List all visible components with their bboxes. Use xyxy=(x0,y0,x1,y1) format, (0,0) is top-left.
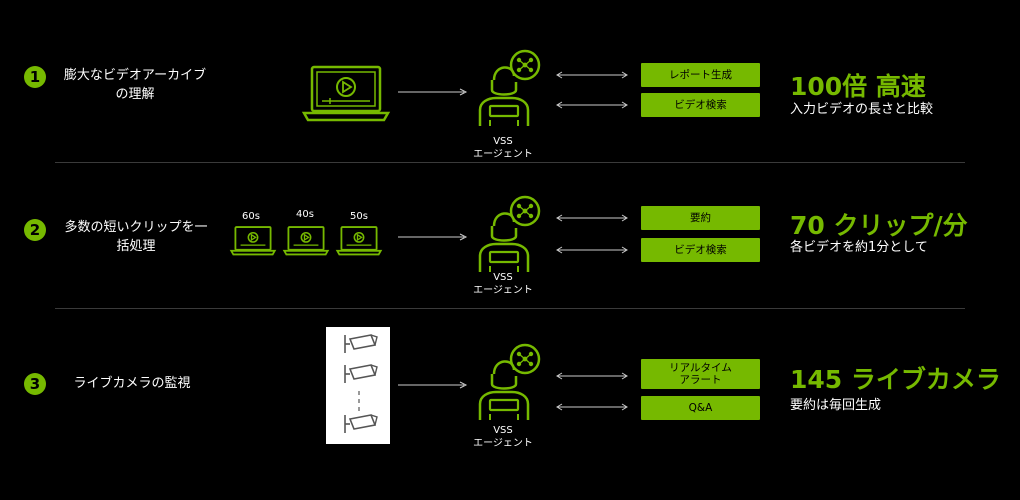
row-2-label: 多数の短いクリップを一 括処理 xyxy=(56,218,216,256)
row-2-subline: 各ビデオを約1分として xyxy=(790,240,928,255)
bidirectional-arrow-3b xyxy=(556,403,628,411)
bidirectional-arrow-1b xyxy=(556,101,628,109)
ellipsis-dashes-icon xyxy=(358,391,360,411)
row-1-subline: 入力ビデオの長さと比較 xyxy=(790,102,934,117)
tag-video-search-1: ビデオ検索 xyxy=(641,93,760,117)
bidirectional-arrow-2a xyxy=(556,214,628,222)
security-camera-icon-2 xyxy=(344,364,378,383)
agent-label-2-line2: エージェント xyxy=(473,285,533,296)
bidirectional-arrow-3a xyxy=(556,372,628,380)
tag-report-generation: レポート生成 xyxy=(641,63,760,87)
agent-label-1-line1: VSS xyxy=(493,136,513,147)
row-3-headline: 145 ライブカメラ xyxy=(790,365,1001,394)
clip-duration-3: 50s xyxy=(350,211,368,222)
row-2-label-line1: 多数の短いクリップを一 xyxy=(64,220,208,235)
tag-qa: Q&A xyxy=(641,396,760,420)
divider-1 xyxy=(55,162,965,163)
tag-realtime-alert-line2: アラート xyxy=(679,374,722,386)
row-1-label: 膨大なビデオアーカイブ の理解 xyxy=(60,66,210,104)
laptop-play-icon-small-2 xyxy=(282,226,330,256)
vss-agent-robot-icon xyxy=(478,49,541,126)
agent-label-3: VSS エージェント xyxy=(463,424,543,450)
vss-agent-robot-icon-3 xyxy=(478,343,541,420)
agent-label-1: VSS エージェント xyxy=(463,135,543,161)
row-3-label: ライブカメラの監視 xyxy=(62,374,202,393)
row-3-subline: 要約は毎回生成 xyxy=(790,398,882,413)
laptop-play-icon-small-3 xyxy=(335,226,383,256)
bidirectional-arrow-1a xyxy=(556,71,628,79)
arrow-to-agent-3 xyxy=(398,381,468,389)
tag-realtime-alert-line1: リアルタイム xyxy=(669,362,732,374)
arrow-to-agent-1 xyxy=(398,88,468,96)
tag-realtime-alert: リアルタイム アラート xyxy=(641,359,760,389)
security-camera-icon-1 xyxy=(344,334,378,353)
row-1-label-line1: 膨大なビデオアーカイブ xyxy=(63,68,207,83)
camera-panel xyxy=(326,327,390,444)
laptop-play-icon-small-1 xyxy=(229,226,277,256)
tag-video-search-2: ビデオ検索 xyxy=(641,238,760,262)
laptop-play-icon xyxy=(301,65,391,122)
bidirectional-arrow-2b xyxy=(556,246,628,254)
row-2-label-line2: 括処理 xyxy=(116,239,156,254)
divider-2 xyxy=(55,308,965,309)
row-1-number: 1 xyxy=(24,66,46,88)
agent-label-2: VSS エージェント xyxy=(463,271,543,297)
clip-duration-1: 60s xyxy=(242,211,260,222)
agent-label-3-line2: エージェント xyxy=(473,438,533,449)
row-2-number: 2 xyxy=(24,219,46,241)
arrow-to-agent-2 xyxy=(398,233,468,241)
agent-label-3-line1: VSS xyxy=(493,425,513,436)
security-camera-icon-3 xyxy=(344,414,378,433)
row-1-headline: 100倍 高速 xyxy=(790,72,926,101)
row-3-label-line1: ライブカメラの監視 xyxy=(73,376,191,391)
row-3-number: 3 xyxy=(24,373,46,395)
agent-label-1-line2: エージェント xyxy=(473,149,533,160)
row-1-label-line2: の理解 xyxy=(115,87,155,102)
tag-summary: 要約 xyxy=(641,206,760,230)
agent-label-2-line1: VSS xyxy=(493,272,513,283)
clip-duration-2: 40s xyxy=(296,209,314,220)
row-2-headline: 70 クリップ/分 xyxy=(790,211,968,240)
vss-agent-robot-icon-2 xyxy=(478,195,541,272)
